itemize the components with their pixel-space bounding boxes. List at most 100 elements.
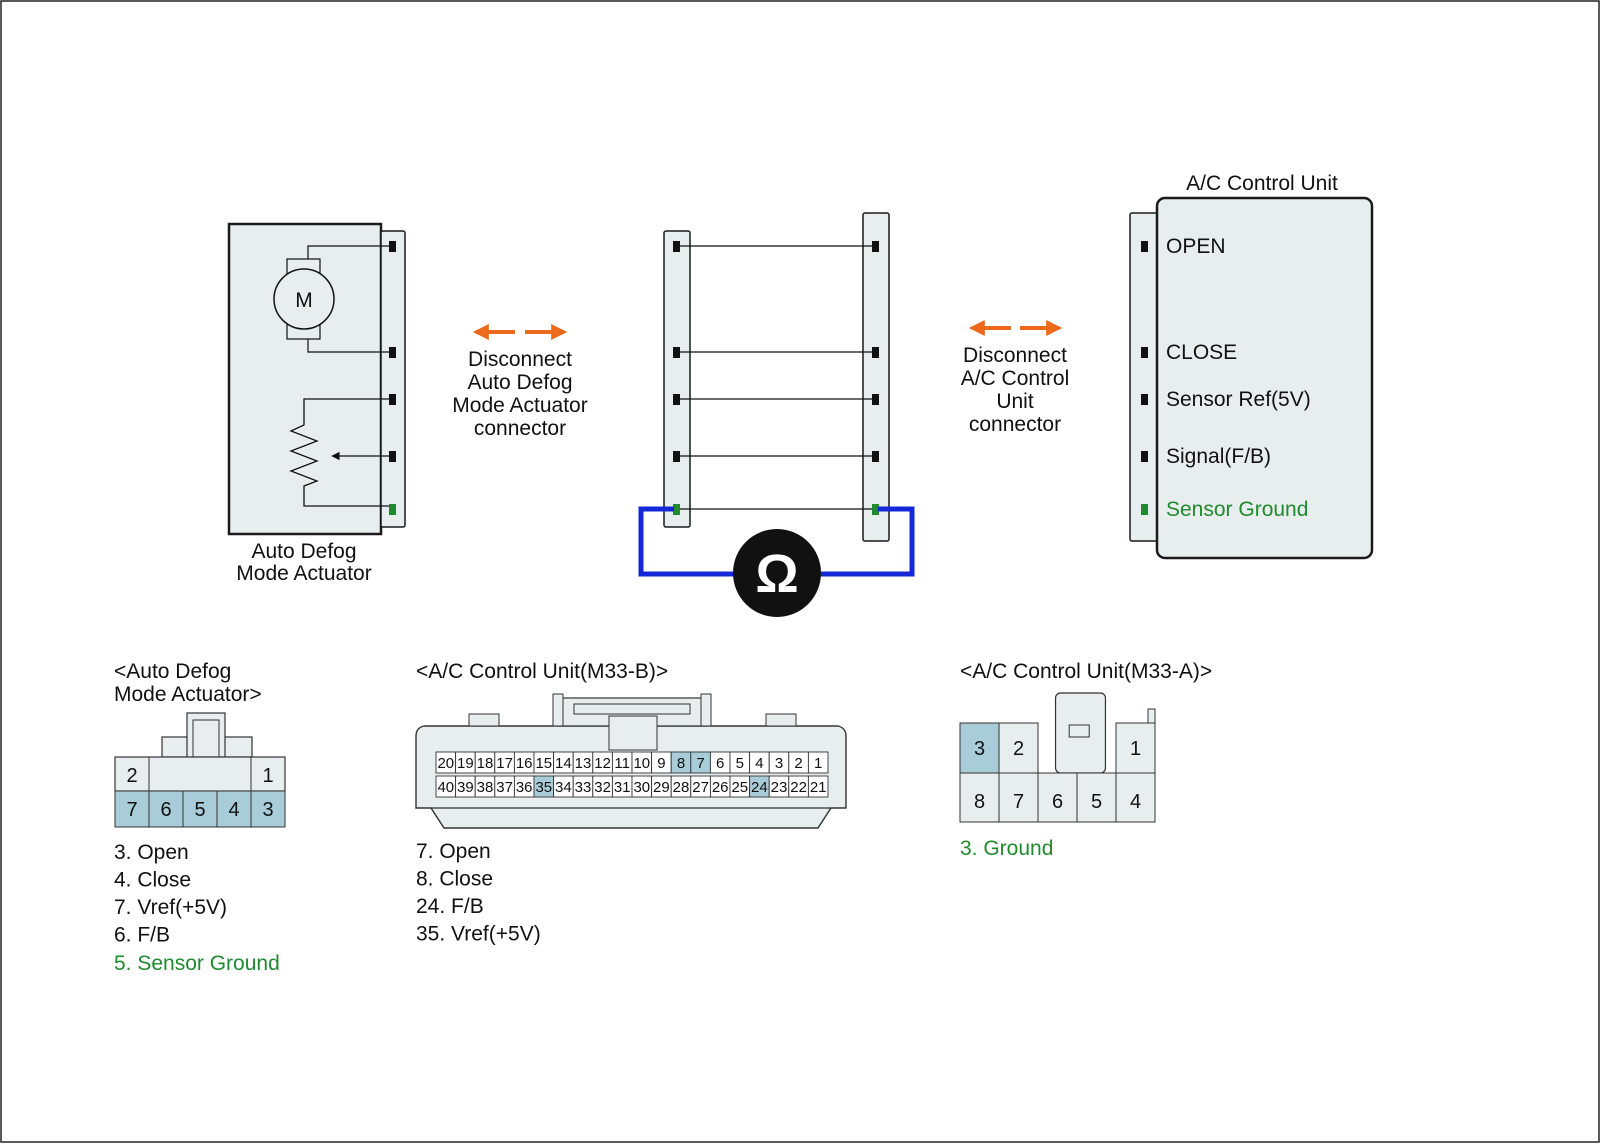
conn-m33b-pin-label: 8 — [677, 755, 685, 772]
acu-pin-label-4: Signal(F/B) — [1166, 445, 1271, 468]
conn-m33b-pin-label: 36 — [516, 779, 533, 796]
conn-m33b-pin-label: 35 — [535, 779, 552, 796]
conn-m33b-latch-bar — [573, 703, 691, 715]
acu-pin-4 — [1141, 451, 1148, 462]
conn-m33a-title: <A/C Control Unit(M33-A)> — [960, 660, 1212, 683]
actuator-pins — [389, 241, 396, 515]
disconnect-acu-note: Disconnect A/C Control Unit connector — [961, 320, 1070, 436]
harness-connector-right — [862, 212, 890, 542]
actuator-name-line1: Auto Defog — [251, 540, 356, 563]
conn-m33b-pin-label: 9 — [657, 755, 665, 772]
conn-m33a-ground-note: 3. Ground — [960, 837, 1053, 860]
acu-pin-label-3: Sensor Ref(5V) — [1166, 388, 1311, 411]
potentiometer-icon — [289, 398, 393, 507]
conn-m33b-pin-label: 40 — [437, 779, 454, 796]
harness-pin-right-2 — [872, 347, 879, 358]
conn-m33b-pin-label: 17 — [496, 755, 513, 772]
conn-m33b-pin-label: 18 — [477, 755, 494, 772]
actuator-pin-3 — [389, 394, 396, 405]
harness-pin-left-5 — [673, 504, 680, 515]
conn-m33a-pin-7 — [998, 772, 1039, 823]
conn-m33b-post-left — [552, 693, 564, 727]
conn-m33a-pin-label: 6 — [1052, 791, 1063, 813]
motor-symbol — [273, 268, 335, 330]
conn-m33b-pin-label: 6 — [716, 755, 724, 772]
conn-actuator-note-3: 7. Vref(+5V) — [114, 896, 227, 919]
harness-pin-right-1 — [872, 241, 879, 252]
acu-pin-3 — [1141, 394, 1148, 405]
conn-m33b-note-1: 7. Open — [416, 840, 491, 863]
disconnect-right-line1: Disconnect — [963, 344, 1067, 367]
conn-m33b-pin-label: 2 — [794, 755, 802, 772]
conn-m33b-pin-label: 1 — [814, 755, 822, 772]
conn-actuator-pin-5 — [182, 790, 218, 828]
conn-actuator-pin-4 — [216, 790, 252, 828]
conn-m33b-pin-label: 32 — [594, 779, 611, 796]
ohm-symbol: Ω — [755, 544, 798, 604]
conn-m33b-pin-label: 5 — [736, 755, 744, 772]
conn-actuator-pin-3 — [250, 790, 286, 828]
actuator-pin-5 — [389, 504, 396, 515]
conn-actuator-title2: Mode Actuator> — [114, 683, 262, 706]
harness-pin-left-2 — [673, 347, 680, 358]
conn-actuator-pin-7 — [114, 790, 150, 828]
acu-title: A/C Control Unit — [1186, 172, 1338, 195]
disconnect-left-line3: Mode Actuator — [452, 394, 587, 417]
conn-m33b-pin-label: 38 — [477, 779, 494, 796]
conn-actuator-title1: <Auto Defog — [114, 660, 231, 683]
conn-m33a-pin-label: 3 — [974, 738, 985, 760]
conn-m33b-pin-label: 24 — [751, 779, 768, 796]
conn-m33b-post-right — [700, 693, 712, 727]
conn-m33a-pin-4 — [1115, 772, 1156, 823]
conn-m33b-pin-1 — [807, 751, 829, 774]
conn-m33b-pin-label: 28 — [673, 779, 690, 796]
ohmmeter-icon — [733, 529, 821, 617]
conn-m33b-pin-label: 37 — [496, 779, 513, 796]
conn-actuator-pin-label: 1 — [262, 765, 273, 787]
harness-pin-right-3 — [872, 394, 879, 405]
motor-wire-bottom — [307, 339, 393, 353]
conn-actuator-pin-label: 7 — [126, 799, 137, 821]
conn-m33b-pin-label: 13 — [575, 755, 592, 772]
conn-m33b-pin-label: 26 — [712, 779, 729, 796]
disconnect-right-line4: connector — [969, 413, 1061, 436]
acu-connector-strip — [1129, 212, 1161, 542]
meter-lead-right — [818, 506, 915, 577]
conn-m33b-pin-label: 16 — [516, 755, 533, 772]
conn-m33b-tab-right — [765, 713, 797, 727]
conn-m33b-title: <A/C Control Unit(M33-B)> — [416, 660, 668, 683]
acu-body — [1155, 196, 1374, 560]
conn-m33a-pin-label: 1 — [1130, 738, 1141, 760]
conn-m33b-pin-label: 14 — [555, 755, 572, 772]
acu-pin-label-2: CLOSE — [1166, 341, 1237, 364]
conn-m33b-pin-label: 3 — [775, 755, 783, 772]
conn-m33b-pin-label: 34 — [555, 779, 572, 796]
conn-m33b-pin-label: 33 — [575, 779, 592, 796]
conn-m33b-pin-label: 10 — [633, 755, 650, 772]
conn-actuator-note-4: 6. F/B — [114, 924, 170, 947]
conn-m33b-pin-label: 19 — [457, 755, 474, 772]
conn-m33a-pin-3 — [959, 722, 1000, 774]
actuator-pin-4 — [389, 451, 396, 462]
harness-pin-left-4 — [673, 451, 680, 462]
conn-m33b-note-3: 24. F/B — [416, 895, 484, 918]
actuator-block: M Auto Defog Mode Actuator — [227, 222, 406, 585]
conn-m33b-pin-label: 4 — [755, 755, 763, 772]
conn-m33b-pin-label: 39 — [457, 779, 474, 796]
actuator-pin-1 — [389, 241, 396, 252]
disconnect-actuator-note: Disconnect Auto Defog Mode Actuator conn… — [452, 324, 588, 440]
conn-m33a-pin-1 — [1115, 722, 1156, 774]
conn-m33b-pin-label: 21 — [810, 779, 827, 796]
motor-label: M — [295, 289, 313, 312]
conn-m33a-pin-label: 7 — [1013, 791, 1024, 813]
disconnect-left-line2: Auto Defog — [467, 371, 572, 394]
disconnect-right-line2: A/C Control — [961, 367, 1070, 390]
harness-wires — [673, 241, 879, 515]
disconnect-left-line1: Disconnect — [468, 348, 572, 371]
